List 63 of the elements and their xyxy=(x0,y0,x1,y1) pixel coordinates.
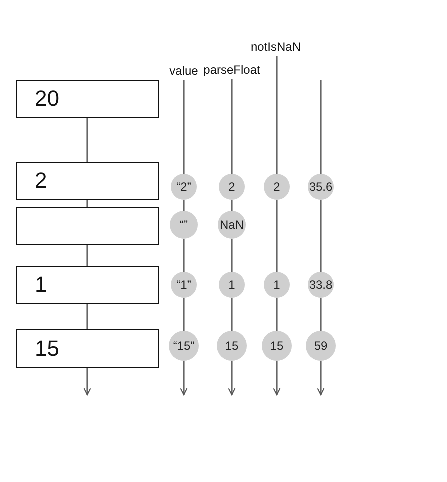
marble-circle xyxy=(308,174,334,200)
timeline-line xyxy=(231,298,233,331)
value-box xyxy=(16,162,159,200)
node-text: 33.8 xyxy=(309,278,333,292)
column-label: parseFloat xyxy=(204,63,260,77)
node-text: “1” xyxy=(176,278,192,292)
timeline-line xyxy=(276,298,278,331)
value-box xyxy=(16,207,159,245)
marble-circle xyxy=(219,272,245,298)
timeline-line xyxy=(183,298,185,331)
timeline-line xyxy=(183,239,185,272)
marble-circle xyxy=(171,272,197,298)
node-text: 1 xyxy=(35,272,48,298)
timeline-line xyxy=(183,80,185,174)
arrow xyxy=(228,361,236,396)
timeline-line xyxy=(86,304,88,329)
value-box xyxy=(16,266,159,304)
node-text: “2” xyxy=(176,180,192,194)
timeline-line xyxy=(231,79,233,174)
node-text: 59 xyxy=(314,339,328,353)
node-text: 2 xyxy=(35,168,48,194)
node-text: 1 xyxy=(274,278,280,292)
timeline-line xyxy=(231,239,233,272)
timeline-line xyxy=(320,200,322,272)
timeline-line xyxy=(320,80,322,174)
timeline-line xyxy=(86,200,88,207)
timeline-line xyxy=(86,245,88,266)
node-text: “15” xyxy=(173,339,195,353)
timeline-line xyxy=(276,56,278,174)
node-text: 15 xyxy=(35,336,60,362)
marble-circle xyxy=(262,331,292,361)
arrow xyxy=(317,361,325,396)
column-label: value xyxy=(170,64,198,78)
arrow xyxy=(180,361,188,396)
marble-circle xyxy=(218,211,246,239)
node-text: 1 xyxy=(228,278,236,292)
timeline-line xyxy=(86,118,88,162)
value-box xyxy=(16,80,159,118)
node-text: 2 xyxy=(274,180,280,194)
arrow xyxy=(84,368,92,396)
column-label: notIsNaN xyxy=(250,40,302,54)
marble-circle xyxy=(308,272,334,298)
node-text: 20 xyxy=(35,86,60,112)
marble-circle xyxy=(171,174,197,200)
node-text: 15 xyxy=(270,339,284,353)
node-text: NaN xyxy=(220,218,244,232)
marble-circle xyxy=(264,272,290,298)
marble-circle xyxy=(306,331,336,361)
timeline-line xyxy=(276,200,278,272)
marble-circle xyxy=(219,174,245,200)
node-text: “” xyxy=(180,218,188,232)
marble-circle xyxy=(170,211,198,239)
marble-circle xyxy=(217,331,247,361)
node-text: 2 xyxy=(228,180,236,194)
timeline-line xyxy=(231,200,233,211)
timeline-line xyxy=(320,298,322,331)
timeline-line xyxy=(183,200,185,211)
arrow xyxy=(273,361,281,396)
marble-circle xyxy=(169,331,199,361)
node-text: 15 xyxy=(225,339,239,353)
marble-circle xyxy=(264,174,290,200)
value-box xyxy=(16,329,159,368)
node-text: 35.6 xyxy=(309,180,333,194)
